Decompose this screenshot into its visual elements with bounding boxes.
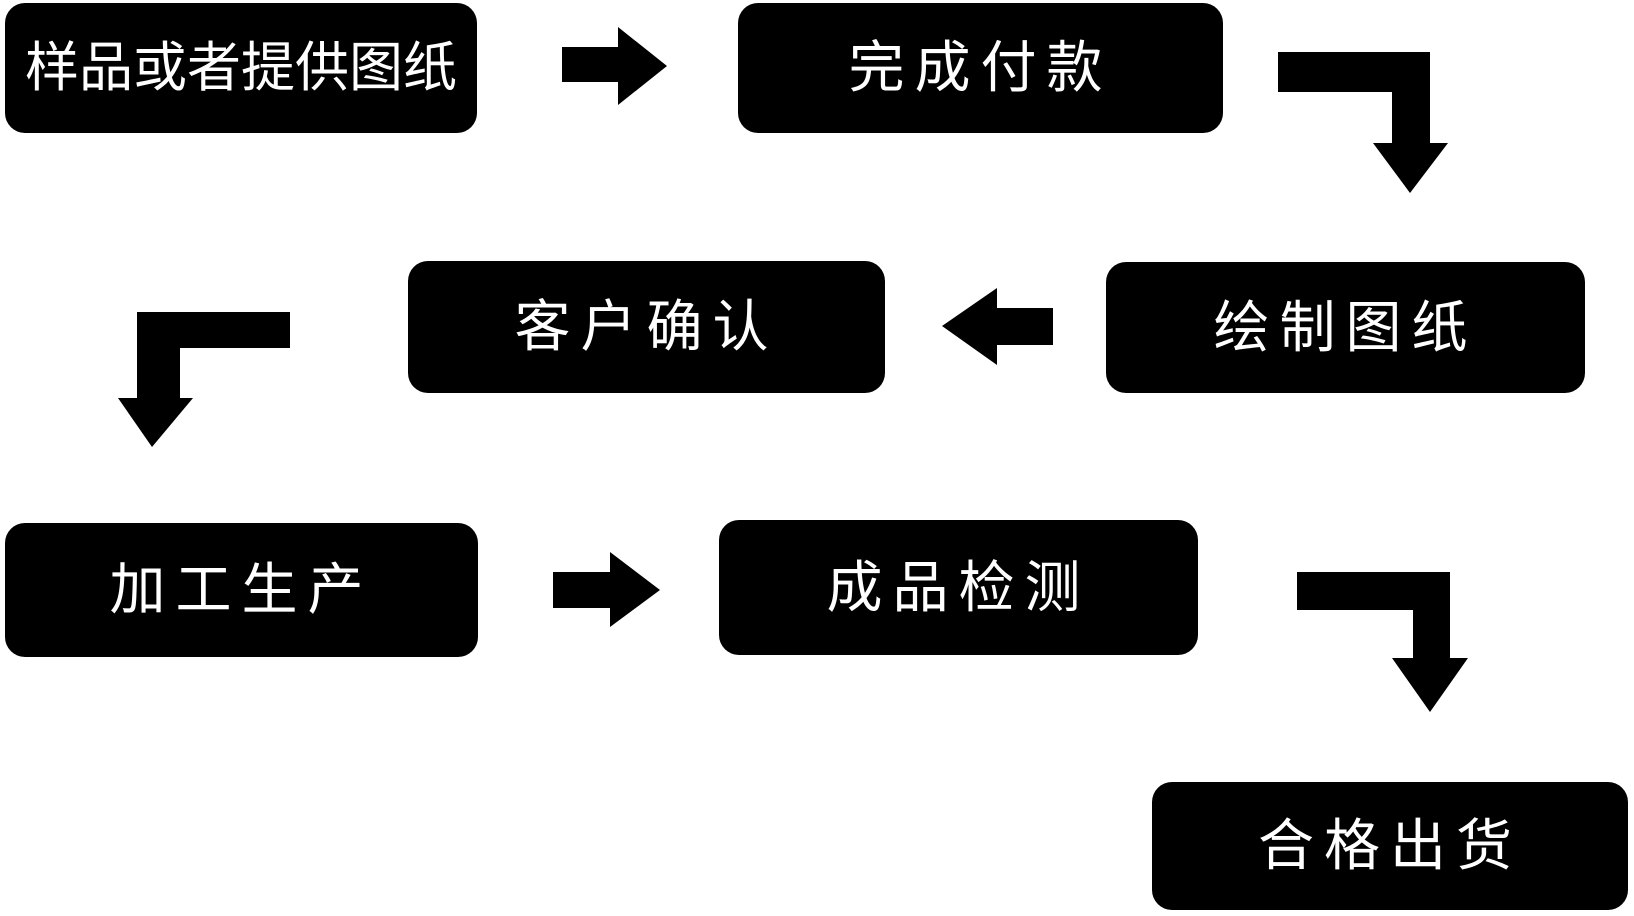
- node-processing-production: 加工生产: [5, 523, 478, 657]
- node-customer-confirm: 客户确认: [408, 261, 885, 393]
- arrow-sample-to-payment-icon: [562, 27, 667, 105]
- arrow-production-to-inspection-icon: [553, 552, 660, 627]
- arrow-drawing-to-confirm-icon: [942, 288, 1053, 365]
- node-draw-drawings: 绘制图纸: [1106, 262, 1585, 393]
- node-finished-product-inspection: 成品检测: [719, 520, 1198, 655]
- node-complete-payment: 完成付款: [738, 3, 1223, 133]
- arrow-inspection-to-shipment-icon: [1297, 572, 1468, 712]
- arrow-payment-to-drawing-icon: [1278, 52, 1448, 193]
- arrow-confirm-to-production-icon: [118, 312, 290, 447]
- node-qualified-shipment: 合格出货: [1152, 782, 1628, 910]
- node-sample-or-provide-drawing: 样品或者提供图纸: [5, 3, 477, 133]
